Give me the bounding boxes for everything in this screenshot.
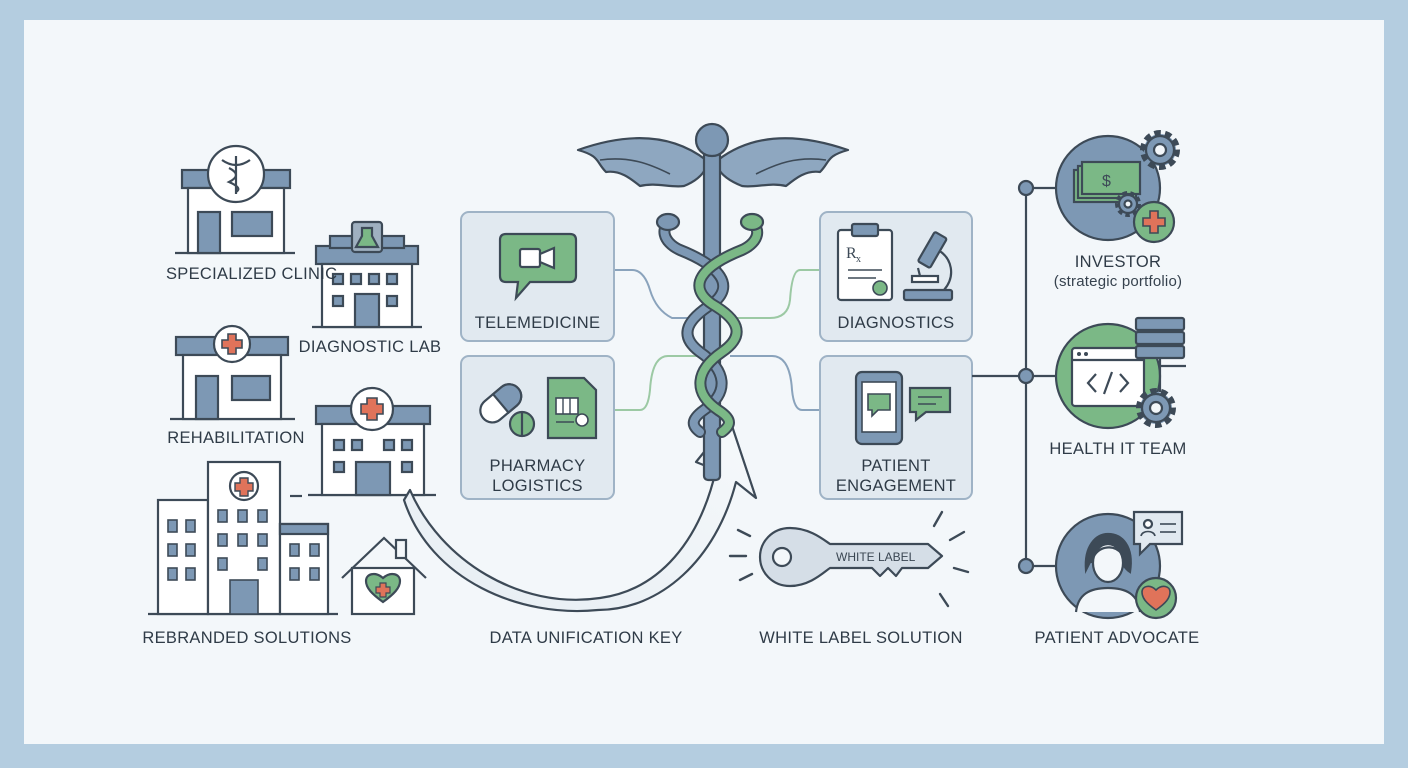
clipboard-icon: R x	[836, 222, 894, 302]
key-label: WHITE LABEL	[836, 550, 916, 564]
pharmacy-logistics-label-line2: LOGISTICS	[492, 477, 583, 495]
rehabilitation-building-icon	[170, 324, 295, 421]
patient-engagement-label-line2: ENGAGEMENT	[835, 477, 957, 495]
svg-text:$: $	[1102, 173, 1111, 190]
stakeholder-connector	[972, 179, 1058, 575]
service-connectors	[614, 269, 820, 411]
patient-engagement-card	[819, 355, 973, 500]
diagnostics-label: DIAGNOSTICS	[837, 314, 955, 332]
white-label-solution-label: WHITE LABEL SOLUTION	[759, 629, 963, 647]
health-it-team-label: HEALTH IT TEAM	[1049, 440, 1187, 458]
key-icon: WHITE LABEL	[728, 510, 970, 608]
smartphone-chat-icon	[854, 370, 952, 446]
profile-card-icon	[1132, 510, 1184, 557]
diagnostics-card: R x	[819, 211, 973, 342]
svg-text:x: x	[856, 254, 861, 265]
microscope-icon	[902, 231, 954, 302]
specialized-clinic-building-icon	[175, 144, 295, 255]
rebranded-solutions-label: REBRANDED SOLUTIONS	[142, 629, 352, 647]
prescription-icon	[546, 376, 598, 440]
specialized-clinic-label: SPECIALIZED CLINIC	[166, 265, 338, 283]
home-heart-icon	[341, 536, 427, 616]
code-window-icon	[1070, 346, 1146, 408]
investor-sublabel: (strategic portfolio)	[1053, 273, 1183, 290]
data-unification-key-label: DATA UNIFICATION KEY	[489, 629, 683, 647]
diagnostic-lab-label: DIAGNOSTIC LAB	[298, 338, 442, 356]
telemedicine-label: TELEMEDICINE	[474, 314, 601, 332]
gear-icon	[1115, 130, 1180, 217]
diagnostic-lab-building-icon	[312, 220, 422, 329]
sparkle-lines	[728, 510, 970, 608]
pharmacy-logistics-card	[460, 355, 615, 500]
patient-advocate-label: PATIENT ADVOCATE	[1034, 629, 1200, 647]
server-icon	[1134, 316, 1186, 392]
investor-label: INVESTOR	[1074, 253, 1162, 271]
svg-text:R: R	[846, 245, 857, 262]
patient-engagement-label-line1: PATIENT	[861, 457, 931, 475]
clinic-building-icon	[308, 386, 436, 497]
video-chat-icon	[498, 232, 578, 302]
heart-icon	[1134, 576, 1178, 620]
pill-icon	[479, 383, 536, 438]
patient-advocate-icon	[1054, 510, 1184, 620]
hospital-icon	[148, 460, 338, 616]
caduceus-icon	[576, 122, 850, 482]
investor-icon: $	[1054, 130, 1180, 244]
health-it-team-icon	[1054, 316, 1186, 430]
telemedicine-card	[460, 211, 615, 342]
pharmacy-logistics-label-line1: PHARMACY	[489, 457, 586, 475]
gear-icon	[1136, 388, 1176, 428]
rehabilitation-label: REHABILITATION	[167, 429, 305, 447]
